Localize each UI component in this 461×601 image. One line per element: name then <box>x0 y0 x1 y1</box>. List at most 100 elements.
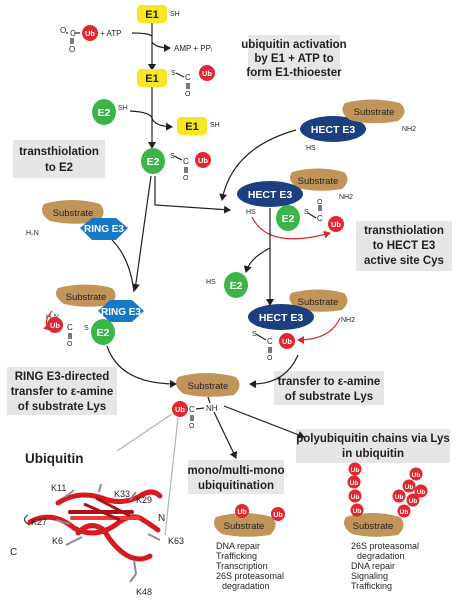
svg-text:DNA repair: DNA repair <box>216 541 260 551</box>
hect-e2-complex: Substrate NH2 HECT E3 HS E2 S C O Ub <box>237 168 353 232</box>
svg-text:NH2: NH2 <box>402 126 416 133</box>
ring-transfer-box: RING E3-directed transfer to ε-amine of … <box>7 367 117 415</box>
svg-text:HS: HS <box>246 209 256 216</box>
svg-text:S: S <box>252 331 257 338</box>
svg-text:E2: E2 <box>98 107 111 119</box>
svg-text:RING E3-directed: RING E3-directed <box>15 371 110 383</box>
svg-text:+ ATP: + ATP <box>100 29 121 38</box>
svg-text:E1: E1 <box>185 121 198 133</box>
svg-text:Ub: Ub <box>417 489 426 496</box>
svg-text:Substrate: Substrate <box>224 521 265 532</box>
svg-text:HECT E3: HECT E3 <box>311 124 356 136</box>
svg-text:Signaling: Signaling <box>351 571 388 581</box>
arrow-e2-release <box>243 247 271 273</box>
gray-leader-structure <box>164 417 179 536</box>
svg-text:Substrate: Substrate <box>53 208 94 219</box>
svg-text:NH2: NH2 <box>339 194 353 201</box>
svg-text:Trafficking: Trafficking <box>351 581 392 591</box>
svg-text:of substrate Lys: of substrate Lys <box>18 401 106 413</box>
svg-text:transfer to ε-amine: transfer to ε-amine <box>278 376 381 388</box>
e2-released: HS E2 <box>206 272 248 298</box>
svg-text:Substrate: Substrate <box>354 107 395 118</box>
e2-free: E2 SH <box>92 99 128 125</box>
svg-text:to HECT E3: to HECT E3 <box>373 240 436 252</box>
svg-text:Ub: Ub <box>412 472 421 479</box>
label-k63: K63 <box>168 536 184 546</box>
mono-outcomes-list: DNA repair Trafficking Transcription 26S… <box>216 541 284 591</box>
svg-text:Ub: Ub <box>50 321 60 330</box>
svg-text:SH: SH <box>118 105 128 112</box>
poly-outcomes-list: 26S proteasomal degradation DNA repair S… <box>351 541 419 591</box>
label-k27: K27 <box>31 517 47 527</box>
svg-text:C: C <box>67 323 73 332</box>
svg-text:E1: E1 <box>145 9 158 21</box>
svg-text:O: O <box>267 355 273 362</box>
svg-text:NH: NH <box>206 404 218 413</box>
e2-in-arrow <box>129 110 153 119</box>
svg-text:Substrate: Substrate <box>353 521 394 532</box>
svg-text:Ub: Ub <box>331 220 341 229</box>
label-k48: K48 <box>136 587 152 597</box>
svg-text:S: S <box>84 325 89 332</box>
svg-text:degradation: degradation <box>222 581 270 591</box>
red-arrow-transthiolation <box>251 216 331 240</box>
e1-regenerated: E1 SH <box>177 117 220 135</box>
ub-ball <box>82 25 98 41</box>
svg-text:HS: HS <box>306 145 316 152</box>
mono-ubiquitinated-substrate: Substrate Ub Ub <box>214 504 285 537</box>
svg-text:E1: E1 <box>145 73 158 85</box>
arrow-e2-to-ring <box>131 175 152 291</box>
svg-text:E2: E2 <box>282 213 295 225</box>
svg-text:O: O <box>69 45 75 54</box>
amp-out-arrow <box>151 41 171 52</box>
e1-free: E1 SH <box>137 5 180 23</box>
label-k33: K33 <box>114 489 130 499</box>
label-k29: K29 <box>136 495 152 505</box>
svg-text:transfer to ε-amine: transfer to ε-amine <box>11 386 114 398</box>
svg-text:to E2: to E2 <box>45 162 73 174</box>
svg-text:polyubiquitin chains via Lys: polyubiquitin chains via Lys <box>296 433 450 445</box>
svg-text:O: O <box>189 423 195 430</box>
svg-text:Trafficking: Trafficking <box>216 551 257 561</box>
carboxylate-ub: O . C O Ub + ATP <box>60 25 121 54</box>
ring-e2-complex: Substrate RING E3 H₂N Ub C O S E2 <box>46 284 144 348</box>
svg-text:in ubiquitin: in ubiquitin <box>342 448 404 460</box>
svg-text:Ub: Ub <box>405 484 414 491</box>
hect-e3-free: HECT E3 HS Substrate NH2 <box>300 99 416 152</box>
svg-text:Ub: Ub <box>198 156 208 165</box>
mono-box: mono/multi-mono ubiquitination <box>187 460 285 494</box>
svg-text:Ub: Ub <box>202 69 212 78</box>
svg-text:HS: HS <box>206 279 216 286</box>
svg-text:O: O <box>185 91 191 98</box>
poly-ubiquitinated-substrate: Substrate Ub Ub Ub Ub Ub Ub Ub Ub Ub Ub <box>344 462 428 537</box>
arrow-to-poly <box>223 405 305 439</box>
red-arrow-hect-transfer <box>297 317 341 344</box>
svg-text:RING E3: RING E3 <box>84 224 124 235</box>
e2-thioester: E2 S C O Ub <box>141 148 211 182</box>
svg-text:Ub: Ub <box>351 467 360 474</box>
svg-text:Ub: Ub <box>273 512 282 519</box>
svg-text:C: C <box>189 405 195 414</box>
svg-text:O: O <box>67 341 73 348</box>
label-c-terminus: C <box>10 547 17 558</box>
arrow-e2-to-hect <box>154 176 231 214</box>
ubiquitinated-substrate: Substrate NH C O Ub <box>172 373 240 430</box>
svg-text:HECT E3: HECT E3 <box>248 189 293 201</box>
svg-text:O: O <box>317 199 323 206</box>
svg-text:degradation: degradation <box>357 551 405 561</box>
svg-text:E2: E2 <box>97 327 110 339</box>
svg-text:Transcription: Transcription <box>216 561 268 571</box>
hect-thioester: Substrate NH2 HECT E3 S C O Ub <box>248 289 355 362</box>
svg-text:Ub: Ub <box>351 494 360 501</box>
svg-text:Ub: Ub <box>282 337 292 346</box>
red-arrow-ring-transfer <box>42 310 53 331</box>
svg-text:26S proteasomal: 26S proteasomal <box>351 541 419 551</box>
svg-text:Substrate: Substrate <box>188 381 229 392</box>
svg-text:C: C <box>267 337 273 346</box>
svg-text:C: C <box>185 73 191 82</box>
svg-text:Ub: Ub <box>350 480 359 487</box>
svg-text:C: C <box>183 157 189 166</box>
arrow-ring-bind <box>111 239 135 293</box>
hect-transfer-box: transfer to ε-amine of substrate Lys <box>274 371 384 405</box>
svg-text:Substrate: Substrate <box>66 292 107 303</box>
